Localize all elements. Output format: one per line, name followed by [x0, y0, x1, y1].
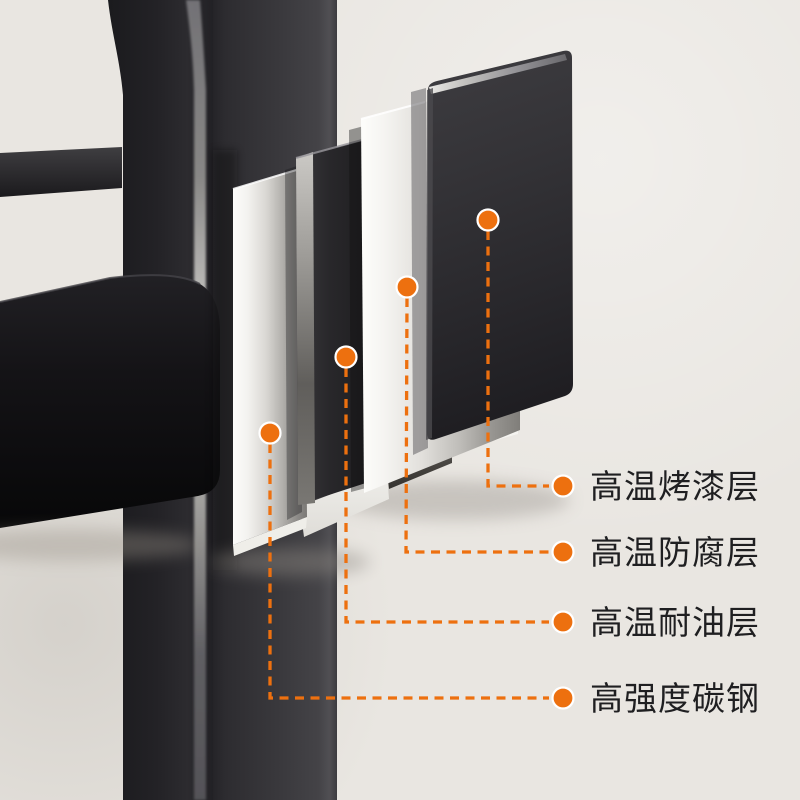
slab-edge-highlight	[0, 274, 201, 303]
callout-dot-paint-layer	[476, 208, 500, 232]
shelf-crossbar	[0, 147, 122, 197]
callout-connector-oil-resistant-layer	[344, 368, 549, 624]
callout-label-carbon-steel: 高强度碳钢	[590, 680, 760, 717]
panel-callout-dots	[258, 208, 500, 445]
callout-connector-paint-layer	[486, 231, 549, 488]
callout-dot-carbon-steel	[258, 421, 282, 445]
ground-shadow-left	[0, 529, 200, 561]
callout-dot-anticorrosion-layer	[395, 275, 419, 299]
panel-top-bevel	[295, 139, 363, 159]
callout-label-oil-resistant-layer: 高温耐油层	[590, 604, 760, 641]
callout-dot-oil-resistant-layer	[334, 345, 358, 369]
callout-label-paint-layer: 高温烤漆层	[590, 468, 760, 505]
callout-connectors	[268, 231, 549, 700]
panel-gap-shadow	[411, 88, 428, 455]
layer-panel-carbon-steel	[233, 168, 307, 545]
callout-labels: 高温烤漆层 高温防腐层 高温耐油层 高强度碳钢	[590, 468, 760, 717]
panel-left-bevel	[296, 152, 315, 505]
layer-panel-paint	[427, 50, 573, 440]
callout-connector-carbon-steel	[268, 444, 549, 700]
callout-label-anticorrosion-layer: 高温防腐层	[590, 534, 760, 571]
panel-left-bevel	[426, 88, 433, 440]
panel-gap-shadow	[349, 126, 366, 492]
ground-shadow-right	[340, 480, 570, 520]
callout-connector-anticorrosion-layer	[404, 297, 549, 554]
label-dot-oil-resistant-layer	[551, 610, 575, 634]
label-dot-carbon-steel	[551, 686, 575, 710]
panel-top-bevel	[429, 54, 567, 94]
panel-top-bevel	[232, 167, 304, 190]
ground-shadow-center	[210, 548, 370, 576]
label-dots	[551, 474, 575, 710]
layer-stack	[232, 50, 573, 556]
label-dot-paint-layer	[551, 474, 575, 498]
shelf-slab	[0, 275, 220, 528]
label-dot-anticorrosion-layer	[551, 540, 575, 564]
panel-underside-wedge-white-far-left	[233, 517, 307, 556]
